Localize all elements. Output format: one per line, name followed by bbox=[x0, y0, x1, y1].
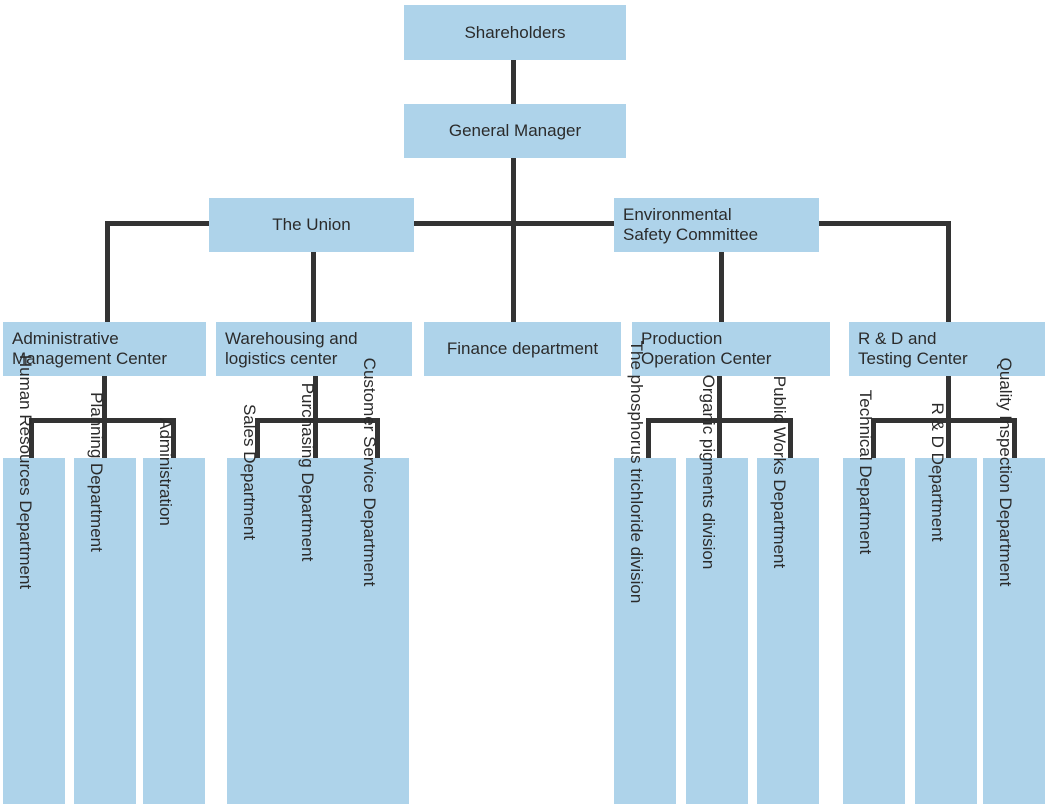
node-finance-department-label: Finance department bbox=[446, 339, 599, 358]
connector-warehousing-center-drop-3 bbox=[375, 418, 380, 458]
node-environmental-safety-committee-label: Environmental Safety Committee bbox=[623, 205, 759, 244]
node-phosphorus-trichloride-division-label: The phosphorus trichloride division bbox=[627, 340, 646, 604]
node-rd-department-label: R & D Department bbox=[928, 402, 947, 542]
node-general-manager-label: General Manager bbox=[448, 121, 582, 140]
node-sales-department[interactable]: Sales Department bbox=[227, 404, 289, 804]
connector-production-center-stem bbox=[717, 376, 722, 421]
connector-env-committee-to-production-center bbox=[719, 252, 724, 322]
connector-bus-to-administrative-center bbox=[105, 221, 110, 322]
node-organic-pigments-division[interactable]: Organic pigments division bbox=[686, 375, 748, 804]
node-human-resources-department[interactable]: Human Resources Department bbox=[3, 355, 65, 804]
node-shareholders[interactable]: Shareholders bbox=[404, 5, 626, 60]
node-technical-department[interactable]: Technical Department bbox=[843, 390, 905, 804]
connector-rd-center-drop-3 bbox=[1012, 418, 1017, 458]
connector-admin-center-drop-2 bbox=[102, 418, 107, 458]
connector-rd-center-drop-1 bbox=[871, 418, 876, 458]
node-purchasing-department[interactable]: Purchasing Department bbox=[285, 383, 347, 804]
connector-production-center-drop-2 bbox=[717, 418, 722, 458]
node-the-union[interactable]: The Union bbox=[209, 198, 414, 252]
connector-admin-center-stem bbox=[102, 376, 107, 421]
connector-admin-center-drop-3 bbox=[171, 418, 176, 458]
node-warehousing-logistics-center-label: Warehousing and logistics center bbox=[225, 329, 358, 368]
node-warehousing-logistics-center[interactable]: Warehousing and logistics center bbox=[216, 322, 412, 376]
connector-union-to-warehousing-center bbox=[311, 252, 316, 322]
node-planning-department[interactable]: Planning Department bbox=[74, 392, 136, 804]
connector-warehousing-center-drop-2 bbox=[313, 418, 318, 458]
node-customer-service-department[interactable]: Customer Service Department bbox=[347, 358, 409, 804]
node-public-works-department[interactable]: Public Works Department bbox=[757, 376, 819, 804]
node-the-union-label: The Union bbox=[272, 215, 351, 234]
node-phosphorus-trichloride-division[interactable]: The phosphorus trichloride division bbox=[614, 341, 676, 804]
connector-warehousing-center-stem bbox=[313, 376, 318, 421]
connector-level3-bus-center bbox=[411, 221, 617, 226]
connector-admin-center-drop-1 bbox=[29, 418, 34, 458]
connector-rd-center-stem bbox=[946, 376, 951, 421]
node-rd-testing-center[interactable]: R & D and Testing Center bbox=[849, 322, 1045, 376]
node-human-resources-department-label: Human Resources Department bbox=[16, 354, 35, 590]
connector-production-center-drop-3 bbox=[788, 418, 793, 458]
connector-warehousing-center-drop-1 bbox=[255, 418, 260, 458]
node-finance-department[interactable]: Finance department bbox=[424, 322, 621, 376]
node-sales-department-label: Sales Department bbox=[240, 403, 259, 541]
node-production-operation-center-label: Production Operation Center bbox=[641, 329, 772, 368]
node-quality-inspection-department[interactable]: Quality Inspection Department bbox=[983, 358, 1045, 804]
connector-rd-center-bar bbox=[871, 418, 1017, 423]
node-planning-department-label: Planning Department bbox=[87, 392, 106, 552]
node-environmental-safety-committee[interactable]: Environmental Safety Committee bbox=[614, 198, 819, 252]
node-customer-service-department-label: Customer Service Department bbox=[360, 357, 379, 587]
connector-general-manager-trunk bbox=[511, 158, 516, 322]
connector-level3-bus-right bbox=[818, 221, 951, 226]
node-organic-pigments-division-label: Organic pigments division bbox=[699, 374, 718, 570]
node-quality-inspection-department-label: Quality Inspection Department bbox=[996, 357, 1015, 587]
node-administration[interactable]: Administration bbox=[143, 418, 205, 804]
node-rd-testing-center-label: R & D and Testing Center bbox=[858, 329, 968, 368]
node-administration-label: Administration bbox=[156, 418, 175, 526]
connector-bus-to-rd-testing-center bbox=[946, 221, 951, 322]
node-production-operation-center[interactable]: Production Operation Center bbox=[632, 322, 830, 376]
node-purchasing-department-label: Purchasing Department bbox=[298, 382, 317, 562]
node-technical-department-label: Technical Department bbox=[856, 389, 875, 555]
node-administrative-management-center-label: Administrative Management Center bbox=[12, 329, 167, 368]
node-shareholders-label: Shareholders bbox=[464, 22, 566, 42]
connector-shareholders-to-general-manager bbox=[511, 60, 516, 104]
connector-rd-center-drop-2 bbox=[946, 418, 951, 458]
node-administrative-management-center[interactable]: Administrative Management Center bbox=[3, 322, 206, 376]
node-rd-department[interactable]: R & D Department bbox=[915, 403, 977, 804]
node-general-manager[interactable]: General Manager bbox=[404, 104, 626, 158]
node-public-works-department-label: Public Works Department bbox=[770, 375, 789, 569]
connector-production-center-drop-1 bbox=[646, 418, 651, 458]
